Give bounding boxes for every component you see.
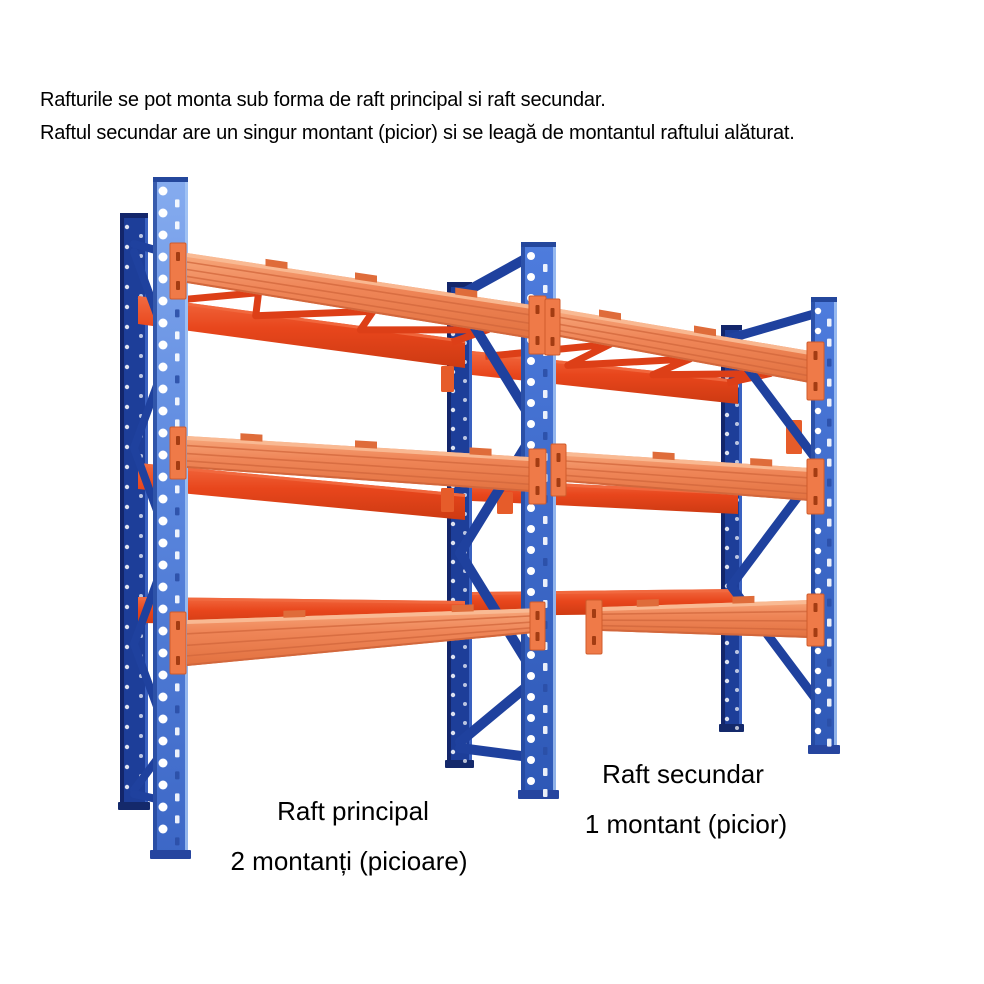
secundar-beam-3 [585, 593, 825, 655]
principal-beam-1 [169, 242, 547, 355]
beam-lock-tab [240, 433, 263, 442]
beam-connector-plate [806, 458, 825, 515]
beam-lock-tab [265, 258, 288, 270]
beam-lock-tab [355, 272, 377, 283]
beam-lock-tab [694, 325, 716, 337]
beam-lock-tab [652, 451, 675, 461]
label-raft-principal: Raft principal [277, 796, 429, 826]
label-raft-secundar-uprights: 1 montant (picior) [584, 809, 788, 839]
beam-connector-plate [169, 242, 187, 300]
header-line-1: Rafturile se pot monta sub forma de raft… [40, 89, 606, 111]
beam-connector-plate [550, 443, 567, 497]
beam-lock-tab [732, 595, 755, 604]
beam-lock-tab [636, 599, 659, 607]
beam-connector-plate [806, 341, 825, 401]
post-foot [719, 724, 744, 732]
rear-beam-bracket [441, 488, 454, 512]
diagonal-brace [726, 307, 826, 343]
post-foot [118, 802, 150, 810]
principal-rear-beam-2 [138, 463, 465, 520]
beam-lock-tab [451, 604, 474, 613]
beam-connector-plate [544, 298, 561, 356]
beam-lock-tab [599, 309, 621, 321]
beam-lock-tab [355, 440, 377, 449]
diagonal-brace [455, 298, 542, 747]
post-foot [445, 760, 474, 768]
beam-lock-tab [283, 610, 306, 618]
beam-connector-plate [585, 599, 603, 655]
rear-beam-bracket [441, 366, 454, 392]
secundar-beam-2 [550, 443, 825, 515]
post-foot [518, 790, 559, 799]
beam-lock-tab [750, 458, 773, 467]
post-foot [808, 745, 840, 754]
beam-connector-plate [528, 295, 547, 355]
post-foot [150, 850, 191, 859]
beam-connector-plate [806, 593, 825, 647]
label-raft-principal-uprights: 2 montanți (picioare) [230, 846, 468, 876]
diagonal-brace [726, 341, 826, 711]
principal-beam-2 [169, 426, 547, 505]
front-shelf-beams [169, 242, 825, 675]
beam-lock-tab [455, 287, 478, 298]
header-line-2: Raftul secundar are un singur montant (p… [40, 122, 795, 144]
beam-connector-plate [169, 426, 187, 480]
beam-connector-plate [528, 448, 547, 505]
label-raft-secundar: Raft secundar [602, 759, 764, 789]
beam-lock-tab [469, 447, 492, 456]
header-text: Rafturile se pot monta sub forma de raft… [40, 84, 795, 150]
rear-beam-bracket [497, 492, 513, 514]
principal-beam-3 [169, 601, 546, 675]
beam-connector-plate [529, 601, 546, 651]
principal-rear-beam-1 [138, 296, 465, 368]
beam-connector-plate [169, 611, 187, 675]
secundar-beam-1 [544, 298, 825, 401]
